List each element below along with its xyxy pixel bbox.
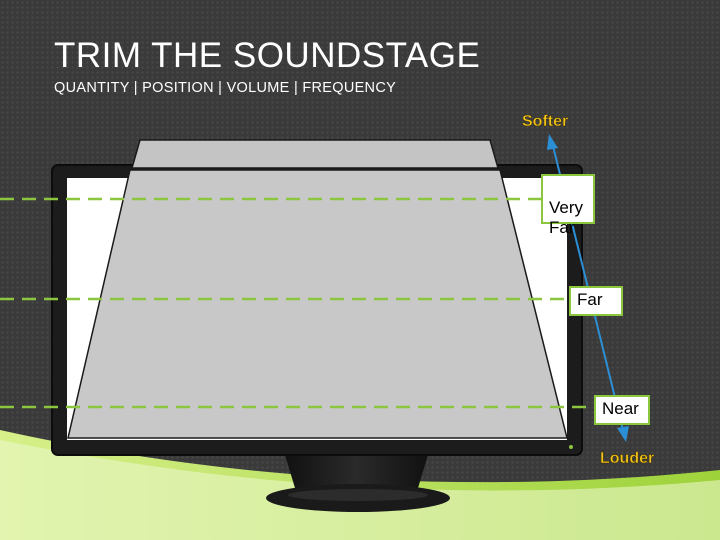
volume-axis-arrowhead-bottom <box>617 426 629 442</box>
monitor-neck <box>285 455 428 488</box>
depth-label-very-far: Very Far <box>541 174 595 237</box>
volume-axis-arrowhead-top <box>547 134 558 150</box>
volume-label-louder: Louder <box>600 450 655 467</box>
volume-label-softer: Softer <box>522 113 569 130</box>
depth-label-very-far-text: Very Far <box>549 198 584 237</box>
depth-label-near: Near <box>594 395 650 425</box>
power-led <box>569 445 573 449</box>
monitor-base-shine <box>288 489 428 501</box>
soundstage-floor <box>67 169 568 439</box>
depth-label-far: Far <box>569 286 623 316</box>
slide-subtitle: QUANTITY | POSITION | VOLUME | FREQUENCY <box>54 80 397 96</box>
depth-label-near-text: Near <box>602 399 639 418</box>
depth-label-far-text: Far <box>577 290 603 309</box>
soundstage-back-wall <box>131 139 499 169</box>
slide-title: TRIM THE SOUNDSTAGE <box>54 36 481 75</box>
